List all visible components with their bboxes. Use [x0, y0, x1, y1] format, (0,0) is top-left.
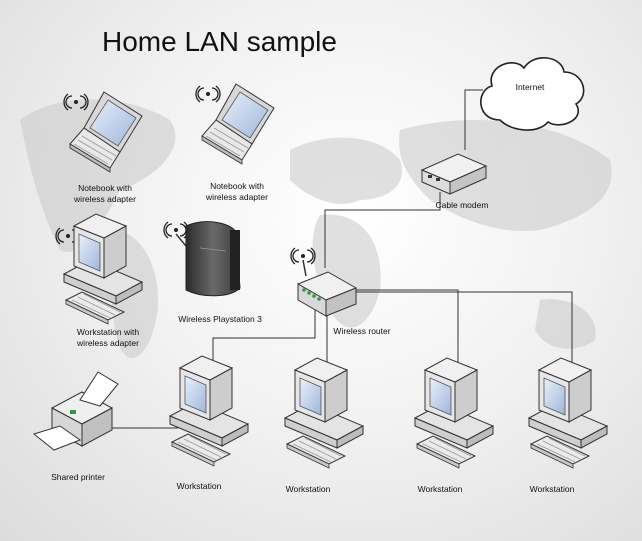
workstation-4-label: Workstation [529, 484, 575, 494]
workstation-3-label: Workstation [417, 484, 463, 494]
playstation-label: Wireless Playstation 3 [178, 314, 262, 324]
notebook-2-icon [195, 83, 275, 165]
workstation-4-icon [528, 357, 608, 469]
playstation-3-icon [163, 221, 241, 297]
workstation-2-label: Workstation [285, 484, 331, 494]
shared-printer-label: Shared printer [51, 472, 105, 482]
shared-printer-icon [32, 371, 119, 451]
workstation-3-icon [414, 357, 494, 469]
cable-modem-label: Cable modem [435, 200, 489, 210]
workstation-2-icon [284, 357, 364, 469]
wireless-router-label: Wireless router [333, 326, 391, 336]
workstation-1-label: Workstation [176, 481, 222, 491]
cable-modem-icon [420, 153, 488, 195]
internet-cloud-icon [480, 57, 585, 131]
wireless-router-icon [290, 247, 358, 317]
workstation-1-icon [169, 355, 249, 467]
diagram-title: Home LAN sample [102, 26, 337, 57]
internet-label: Internet [515, 82, 545, 92]
